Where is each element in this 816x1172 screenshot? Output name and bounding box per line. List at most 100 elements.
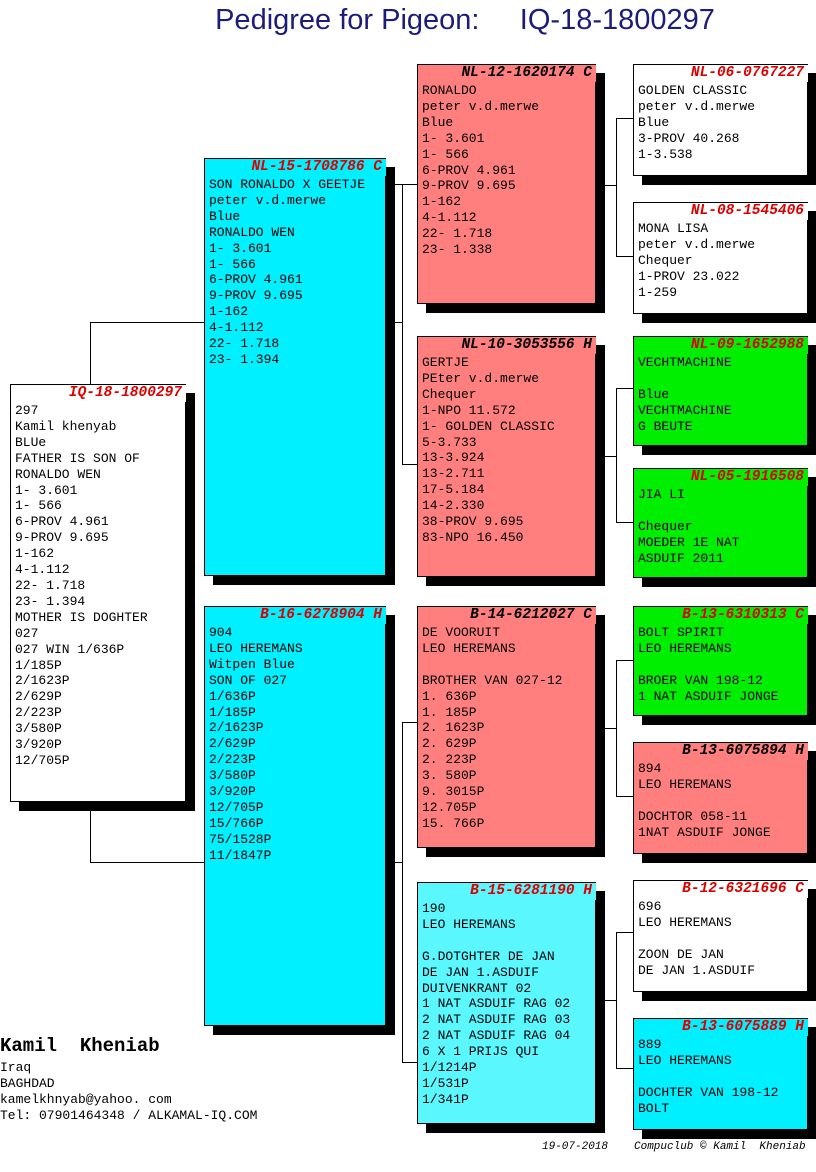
detail-line: 23- 1.394 [209,351,280,367]
copyright: Compuclub © Kamil Kheniab [634,1141,806,1153]
detail-line: 889 [638,1037,662,1052]
detail-line: MONA LISA [638,221,709,236]
detail-line: 2. 1623P [422,720,485,736]
detail-line: 38-PROV 9.695 [422,514,524,530]
detail-line [638,1069,805,1085]
detail-line: 1-3.538 [638,146,693,162]
detail-line: G BEUTE [638,418,693,434]
detail-line: DOCHTER VAN 198-12 [638,1084,779,1100]
detail-line: VECHTMACHINE [638,402,732,418]
detail-line: 1/185P [209,704,256,720]
detail-line: 3/580P [209,768,256,784]
detail-line: 23- 1.338 [422,242,493,258]
detail-line: BOLT [638,1100,670,1116]
connector [386,322,403,323]
detail-line: LEO HEREMANS [209,640,303,656]
detail-line [638,371,805,387]
detail-line: SON OF 027 [209,672,288,688]
detail-line: 1 NAT ASDUIF RAG 02 [422,996,571,1012]
owner-info-line: kamelkhnyab@yahoo. com [0,1092,172,1107]
detail-line: 297 [15,403,39,418]
detail-line [638,503,805,519]
detail-line: 894 [638,761,662,776]
detail-line: MOTHER IS DOGHTER [15,609,148,625]
detail-line: 2/223P [209,752,256,768]
detail-line: RONALDO WEN [15,466,101,482]
title-ring: IQ-18-1800297 [519,4,715,36]
ring-number: NL-06-0767227 [686,65,808,82]
connector [90,322,91,384]
detail-line: GOLDEN CLASSIC [638,83,748,98]
connector [596,456,617,457]
page-title: Pedigree for Pigeon: IQ-18-1800297 [0,4,816,37]
connector [616,660,633,661]
detail-line: JIA LI [638,487,685,502]
owner-info-line: Tel: 07901464348 / ALKAMAL-IQ.COM [0,1108,258,1123]
detail-line: ASDUIF 2011 [638,550,724,566]
detail-line: 9-PROV 9.695 [422,178,516,194]
detail-line: 4-1.112 [15,562,70,578]
detail-line: MOEDER 1E NAT [638,534,740,550]
detail-line: 1 NAT ASDUIF JONGE [638,688,779,704]
detail-line: LEO HEREMANS [422,640,516,656]
ring-number: NL-10-3053556 H [457,337,596,354]
connector [616,256,633,257]
ring-number: NL-05-1916508 [686,469,808,486]
connector [596,728,617,729]
ring-number: NL-09-1652988 [686,337,808,354]
detail-line: Kamil khenyab [15,418,117,434]
ring-number: B-12-6321696 C [678,881,808,898]
connector [616,932,633,933]
ring-number: NL-12-1620174 C [457,65,596,82]
detail-line: RONALDO WEN [209,224,295,240]
detail-line: DUIVENKRANT 02 [422,980,532,996]
connector [616,796,633,797]
connector [90,810,91,863]
detail-line: 3/580P [15,721,62,737]
connector [386,862,403,863]
detail-line: 15/766P [209,815,264,831]
detail-line [638,931,805,947]
detail-line: 027 [15,625,39,641]
print-date: 19-07-2018 [542,1141,609,1153]
detail-line: 1- 3.601 [422,130,485,146]
connector [616,388,617,522]
detail-line: 13-3.924 [422,450,485,466]
connector [402,1062,417,1063]
detail-line: FATHER IS SON OF [15,450,140,466]
detail-line: BOLT SPIRIT [638,625,724,640]
ring-number: B-15-6281190 H [466,883,596,900]
detail-line: 11/1847P [209,847,272,863]
detail-line: DE JAN 1.ASDUIF [638,962,756,978]
connector [402,722,403,1062]
detail-line: peter v.d.merwe [638,98,756,114]
detail-line: 4-1.112 [209,320,264,336]
detail-line: 1/636P [209,688,256,704]
detail-line: SON RONALDO X GEETJE [209,177,366,192]
detail-line: Blue [422,114,454,130]
detail-line: 1-NPO 11.572 [422,402,516,418]
detail-line: 1/1214P [422,1060,477,1076]
detail-line: LEO HEREMANS [422,916,516,932]
connector [616,118,633,119]
detail-line: 23- 1.394 [15,593,86,609]
